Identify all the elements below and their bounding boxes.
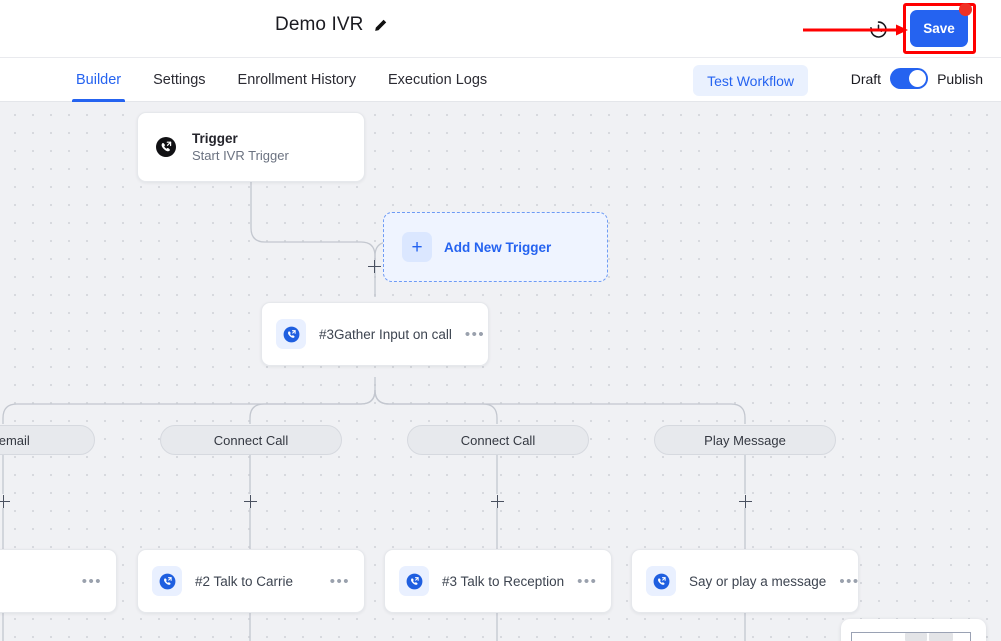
- canvas-minimap[interactable]: [841, 619, 986, 641]
- save-button[interactable]: Save: [910, 10, 968, 47]
- branch-node-1-label: a review: [0, 574, 69, 589]
- add-step-button-branch-3[interactable]: [490, 494, 505, 509]
- gather-node-label: #3Gather Input on call: [319, 326, 452, 342]
- phone-outgoing-icon: [646, 566, 676, 596]
- branch-node-4[interactable]: Say or play a message •••: [631, 549, 859, 613]
- toggle-knob: [909, 70, 927, 87]
- minimap-shape: [929, 633, 953, 641]
- branch-node-3[interactable]: #3 Talk to Reception •••: [384, 549, 612, 613]
- add-step-button-branch-1[interactable]: [0, 494, 11, 509]
- tab-list: Builder Settings Enrollment History Exec…: [60, 58, 503, 102]
- branch-pill-connect-call-2[interactable]: Connect Call: [407, 425, 589, 455]
- tab-settings[interactable]: Settings: [153, 72, 206, 88]
- minimap-shape: [905, 633, 927, 641]
- gather-input-node[interactable]: #3Gather Input on call •••: [261, 302, 489, 366]
- branch-pill-connect-call-1[interactable]: Connect Call: [160, 425, 342, 455]
- tab-enrollment-history[interactable]: Enrollment History: [237, 72, 356, 88]
- more-options-icon[interactable]: •••: [81, 572, 102, 590]
- test-workflow-button[interactable]: Test Workflow: [693, 65, 808, 96]
- tab-builder[interactable]: Builder: [60, 58, 137, 102]
- publish-toggle[interactable]: [890, 68, 929, 89]
- add-new-trigger-button[interactable]: + Add New Trigger: [383, 212, 608, 282]
- branch-node-2[interactable]: #2 Talk to Carrie •••: [137, 549, 365, 613]
- trigger-texts: Trigger Start IVR Trigger: [192, 131, 289, 163]
- add-step-button-branch-2[interactable]: [243, 494, 258, 509]
- more-options-icon[interactable]: •••: [464, 325, 486, 343]
- more-options-icon[interactable]: •••: [839, 572, 860, 590]
- branch-pill-voicemail[interactable]: Voicemail: [0, 425, 95, 455]
- branch-node-1[interactable]: a review •••: [0, 549, 117, 613]
- page-title: Demo IVR: [275, 14, 364, 35]
- add-step-button-branch-4[interactable]: [738, 494, 753, 509]
- branch-node-2-label: #2 Talk to Carrie: [195, 573, 294, 589]
- status-badge: [959, 3, 972, 16]
- more-options-icon[interactable]: •••: [329, 572, 350, 590]
- phone-outgoing-icon: [152, 566, 182, 596]
- pencil-icon[interactable]: [373, 18, 388, 33]
- add-new-trigger-label: Add New Trigger: [444, 239, 552, 255]
- plus-icon: +: [402, 232, 432, 262]
- phone-outgoing-icon: [399, 566, 429, 596]
- more-options-icon[interactable]: •••: [577, 572, 598, 590]
- phone-outgoing-icon: [154, 135, 178, 159]
- minimap-viewport[interactable]: [851, 632, 971, 641]
- branch-node-4-label: Say or play a message: [689, 573, 827, 589]
- branch-pill-play-message[interactable]: Play Message: [654, 425, 836, 455]
- phone-outgoing-icon: [276, 319, 306, 349]
- top-bar: Demo IVR Save: [0, 0, 1001, 58]
- tab-execution-logs[interactable]: Execution Logs: [388, 72, 488, 88]
- flow-canvas[interactable]: Trigger Start IVR Trigger + Add New Trig…: [0, 102, 1001, 641]
- branch-node-3-label: #3 Talk to Reception: [442, 573, 565, 589]
- add-step-button-root[interactable]: [367, 259, 382, 274]
- trigger-node[interactable]: Trigger Start IVR Trigger: [137, 112, 365, 182]
- tab-bar: Builder Settings Enrollment History Exec…: [0, 58, 1001, 102]
- trigger-subtitle: Start IVR Trigger: [192, 148, 289, 163]
- draft-label: Draft: [850, 70, 882, 87]
- publish-label: Publish: [937, 70, 983, 87]
- workflow-title-group: Demo IVR: [275, 14, 388, 36]
- annotation-arrow: [803, 24, 908, 36]
- trigger-title: Trigger: [192, 131, 238, 146]
- publish-toggle-group: Draft Publish: [851, 68, 983, 89]
